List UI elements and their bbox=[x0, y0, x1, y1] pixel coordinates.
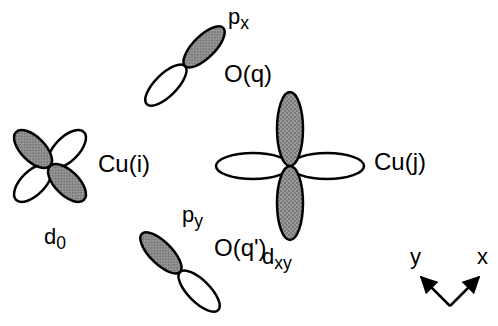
site-label: O(q) bbox=[224, 62, 272, 86]
site-label: O(q') bbox=[214, 236, 267, 260]
axes bbox=[421, 277, 479, 306]
orbital-label: d0 bbox=[44, 226, 66, 248]
site-label: Cu(i) bbox=[98, 152, 150, 176]
py-orbital bbox=[134, 226, 226, 318]
axis-label: x bbox=[477, 246, 488, 268]
orbital-label: px bbox=[228, 6, 249, 28]
px-orbital bbox=[139, 20, 231, 112]
axis-label: y bbox=[410, 246, 421, 268]
site-label: Cu(j) bbox=[374, 150, 426, 174]
orbital-label: py bbox=[182, 204, 203, 226]
d0-orbital bbox=[8, 124, 93, 209]
dxy-orbital bbox=[216, 92, 364, 240]
